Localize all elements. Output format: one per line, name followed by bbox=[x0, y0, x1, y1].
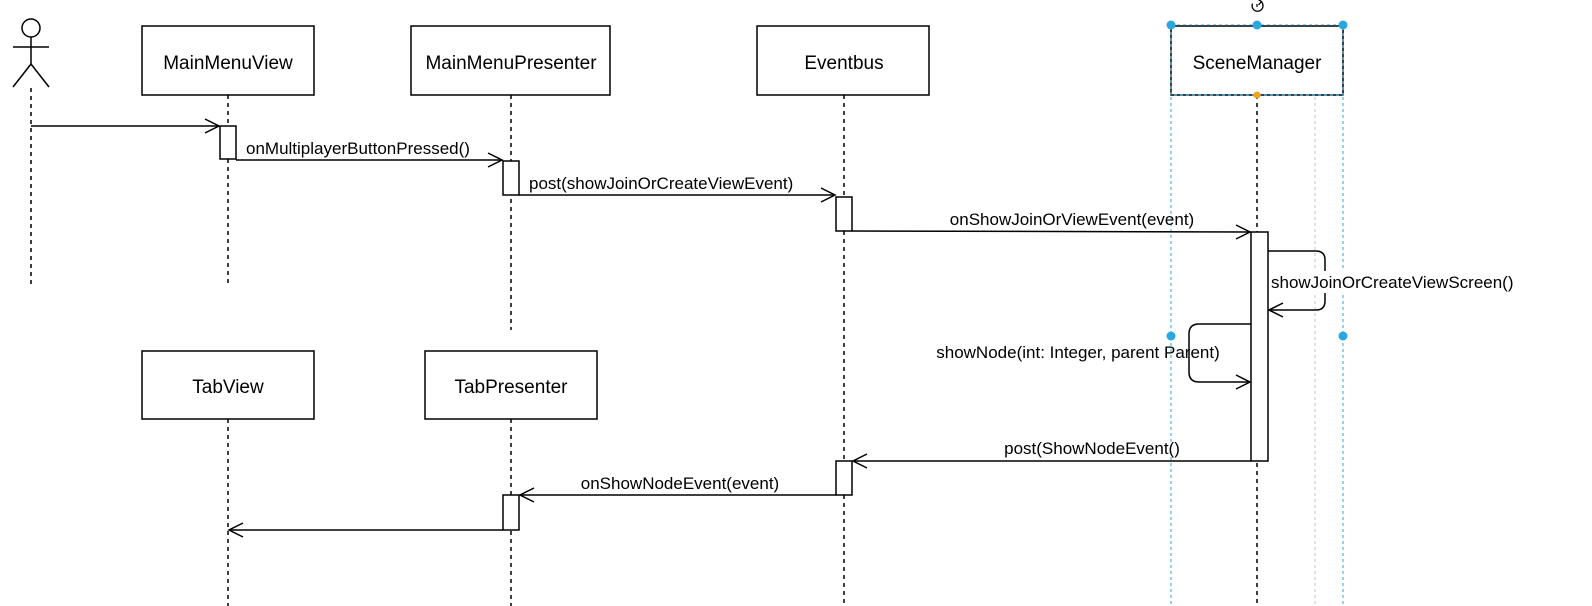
label-background bbox=[1270, 271, 1542, 293]
participant-main-menu-presenter[interactable]: MainMenuPresenter bbox=[410, 25, 611, 96]
message-post-show-join-or-create-view-event[interactable]: post(showJoinOrCreateViewEvent) bbox=[519, 174, 837, 203]
message-on-multiplayer-button-pressed[interactable]: onMultiplayerButtonPressed() bbox=[236, 139, 504, 168]
resize-handle-top-left[interactable] bbox=[1166, 20, 1176, 30]
message-show-node[interactable]: showNode(int: Integer, parent Parent) bbox=[936, 323, 1252, 390]
activation-main-menu-view[interactable] bbox=[219, 125, 237, 160]
activation-tab-presenter[interactable] bbox=[502, 494, 520, 531]
message-on-show-node-event[interactable]: onShowNodeEvent(event) bbox=[518, 474, 836, 503]
message-on-show-join-or-view-event[interactable]: onShowJoinOrViewEvent(event) bbox=[851, 210, 1252, 240]
selection-overlay bbox=[1166, 20, 1348, 341]
participant-tab-view[interactable]: TabView bbox=[141, 350, 315, 420]
message-show-join-or-create-view-screen[interactable]: showJoinOrCreateViewScreen() bbox=[1267, 250, 1542, 318]
participant-label: MainMenuView bbox=[163, 53, 293, 74]
participant-main-menu-view[interactable]: MainMenuView bbox=[141, 25, 315, 96]
resize-handle-top-right[interactable] bbox=[1338, 20, 1348, 30]
participant-eventbus[interactable]: Eventbus bbox=[756, 25, 930, 96]
resize-handle-top[interactable] bbox=[1252, 20, 1262, 30]
message-label: onShowNodeEvent(event) bbox=[581, 474, 779, 493]
activation-eventbus-2[interactable] bbox=[835, 460, 853, 496]
message-tab-presenter-to-tab-view[interactable] bbox=[227, 522, 503, 538]
message-post-show-node-event[interactable]: post(ShowNodeEvent() bbox=[851, 439, 1251, 469]
activation-scene-manager[interactable] bbox=[1250, 231, 1269, 462]
participant-label: TabView bbox=[192, 377, 264, 398]
message-label: onMultiplayerButtonPressed() bbox=[246, 139, 470, 158]
message-label: onShowJoinOrViewEvent(event) bbox=[950, 210, 1194, 229]
participant-tab-presenter[interactable]: TabPresenter bbox=[424, 350, 598, 420]
resize-handle-bottom-right[interactable] bbox=[1338, 331, 1348, 341]
resize-handle-bottom-left[interactable] bbox=[1166, 331, 1176, 341]
rotate-icon[interactable] bbox=[1251, 0, 1264, 12]
participant-scene-manager[interactable]: SceneManager bbox=[1170, 25, 1344, 96]
actor-figure[interactable] bbox=[12, 18, 50, 88]
selection-guides bbox=[1170, 25, 1344, 606]
message-label: post(showJoinOrCreateViewEvent) bbox=[529, 174, 793, 193]
message-actor-to-main-menu-view[interactable] bbox=[31, 118, 221, 134]
participant-label: SceneManager bbox=[1193, 53, 1323, 74]
anchor-point[interactable] bbox=[1253, 91, 1261, 99]
message-label: showJoinOrCreateViewScreen() bbox=[1271, 273, 1514, 292]
participant-label: MainMenuPresenter bbox=[425, 53, 597, 74]
participant-label: TabPresenter bbox=[454, 377, 568, 398]
message-label: showNode(int: Integer, parent Parent) bbox=[936, 343, 1220, 362]
message-label: post(ShowNodeEvent() bbox=[1004, 439, 1180, 458]
participant-label: Eventbus bbox=[804, 53, 883, 74]
activation-eventbus-1[interactable] bbox=[835, 196, 853, 232]
activation-main-menu-presenter[interactable] bbox=[502, 160, 520, 196]
